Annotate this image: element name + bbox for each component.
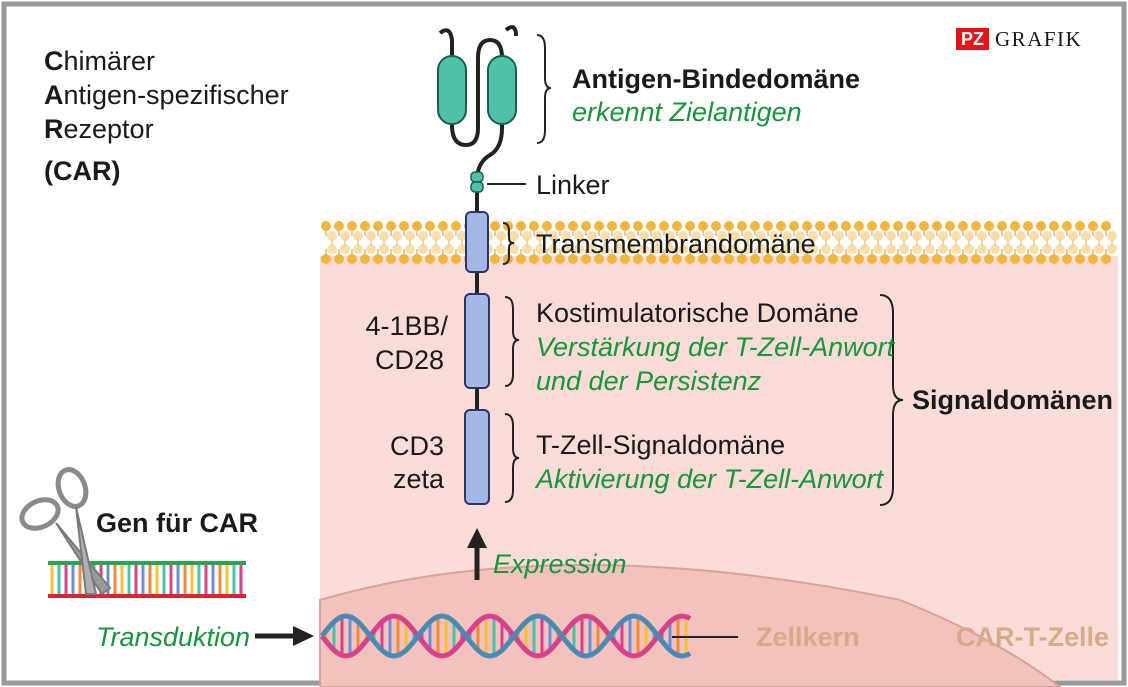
signal-desc: Aktivierung der T-Zell-Anwort — [536, 464, 884, 494]
transmembrane-domain — [465, 211, 489, 273]
logo-text: GRAFIK — [995, 27, 1083, 51]
dna-helix-icon — [320, 613, 692, 659]
brace-signal-domains — [879, 294, 904, 506]
title-line-1: Chimärer — [44, 46, 156, 76]
costim-desc-2: und der Persistenz — [536, 366, 762, 396]
title-line-3: Rezeptor — [44, 114, 154, 144]
antigen-domain-left — [437, 55, 467, 125]
antigen-domain-right — [487, 55, 517, 125]
antigen-binding-desc: erkennt Zielantigen — [572, 97, 802, 127]
scissors-icon — [19, 467, 112, 596]
cell-label: CAR-T-Zelle — [956, 622, 1110, 652]
transduction-label: Transduktion — [96, 622, 251, 652]
costim-domain — [464, 293, 490, 389]
costim-name-1: 4-1BB/ — [365, 311, 448, 341]
transmembrane-label: Transmembrandomäne — [536, 229, 816, 259]
title-acronym: (CAR) — [44, 156, 121, 186]
antigen-binding-title: Antigen-Bindedomäne — [572, 64, 860, 94]
costim-title: Kostimulatorische Domäne — [536, 298, 859, 328]
costim-name-2: CD28 — [374, 345, 444, 375]
gene-label: Gen für CAR — [96, 508, 258, 538]
antigen-binding-loop — [438, 28, 504, 179]
linker-segment-1 — [470, 171, 484, 183]
signal-domain — [464, 409, 490, 505]
signal-name-1: CD3 — [389, 431, 444, 461]
nucleus-label: Zellkern — [756, 622, 860, 652]
linker-label: Linker — [536, 170, 610, 200]
brace-costim — [504, 296, 520, 387]
dna-strand-icon — [48, 561, 246, 598]
pz-grafik-logo: PZ GRAFIK — [956, 27, 1082, 51]
costim-desc-1: Verstärkung der T-Zell-Anwort — [536, 332, 895, 362]
signal-title: T-Zell-Signaldomäne — [536, 430, 786, 460]
expression-label: Expression — [493, 549, 627, 579]
brace-signal — [504, 413, 520, 503]
title-line-2: Antigen-spezifischer — [44, 80, 289, 110]
nucleus — [319, 564, 1062, 687]
brace-transmembrane — [502, 222, 515, 265]
signal-domains-label: Signaldomänen — [912, 385, 1114, 415]
linker-segment-2 — [470, 181, 484, 193]
brace-antigen — [536, 34, 552, 144]
signal-name-2: zeta — [392, 464, 444, 494]
logo-box: PZ — [956, 28, 990, 50]
